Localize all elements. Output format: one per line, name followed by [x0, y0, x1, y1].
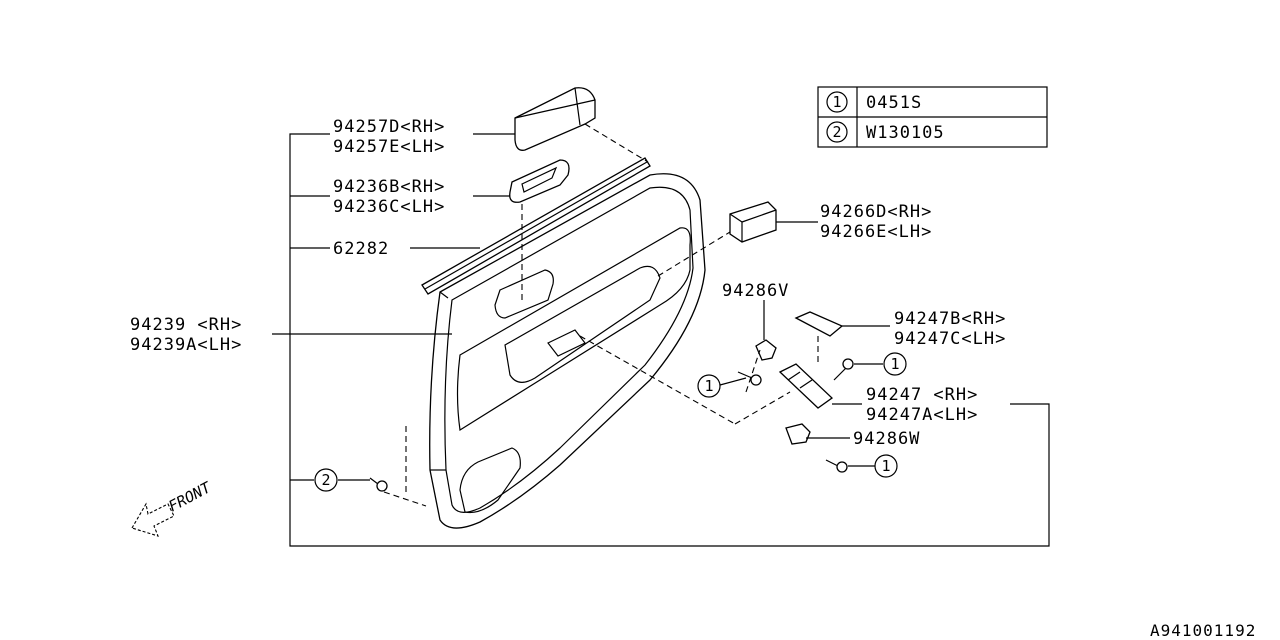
clip-fastener [369, 477, 388, 492]
legend-row-2: 2 W130105 [826, 121, 945, 143]
leader-lines [272, 133, 890, 481]
label-94239-rh: 94239 <RH> [130, 315, 242, 335]
svg-text:1: 1 [881, 457, 890, 475]
door-trim-panel [429, 173, 706, 529]
callout-94286w: 94286W [853, 429, 920, 449]
marker-1-right: 1 [883, 352, 907, 376]
legend-marker-2: 2 [832, 123, 841, 141]
legend-marker-1: 1 [832, 93, 841, 111]
legend-table: 1 0451S 2 W130105 [817, 86, 1048, 148]
callout-94239: 94239 <RH> 94239A<LH> [130, 315, 242, 355]
callout-94266: 94266D<RH> 94266E<LH> [820, 202, 932, 242]
label-94236-rh: 94236B<RH> [333, 177, 445, 197]
screw-left [737, 371, 762, 386]
dashed-guide-lines [383, 123, 819, 507]
callout-94257: 94257D<RH> 94257E<LH> [333, 117, 445, 157]
label-94247c-lh: 94247C<LH> [894, 329, 1006, 349]
label-94286v: 94286V [722, 281, 789, 301]
marker-1-left: 1 [697, 374, 721, 398]
window-switch [729, 201, 777, 243]
weather-strip [421, 157, 651, 295]
assembly-bracket [289, 133, 1050, 547]
upper-garnish [514, 87, 596, 151]
callout-94236: 94236B<RH> 94236C<LH> [333, 177, 445, 217]
label-94266-rh: 94266D<RH> [820, 202, 932, 222]
legend-row-1: 1 0451S [826, 91, 922, 113]
label-94257-rh: 94257D<RH> [333, 117, 445, 137]
screw-lower [825, 459, 848, 473]
diagram-code: A941001192 [1150, 621, 1256, 640]
marker-1-bottom: 1 [874, 454, 898, 478]
label-94266-lh: 94266E<LH> [820, 222, 932, 242]
label-94247-rh: 94247 <RH> [866, 385, 978, 405]
svg-text:1: 1 [704, 377, 713, 395]
callout-94286v: 94286V [722, 281, 789, 301]
svg-text:1: 1 [890, 355, 899, 373]
pull-handle-bracket [778, 363, 834, 409]
callout-94247b: 94247B<RH> 94247C<LH> [894, 309, 1006, 349]
legend-code-2: W130105 [866, 123, 945, 143]
legend-code-1: 0451S [866, 93, 922, 113]
label-94236-lh: 94236C<LH> [333, 197, 445, 217]
label-94286w: 94286W [853, 429, 920, 449]
marker-2: 2 [314, 468, 338, 492]
screw-right-upper [833, 358, 854, 381]
switch-cover [794, 311, 844, 337]
label-94239-lh: 94239A<LH> [130, 335, 242, 355]
label-94247a-lh: 94247A<LH> [866, 405, 978, 425]
svg-text:2: 2 [321, 471, 330, 489]
clip-94286w [785, 423, 811, 445]
label-62282: 62282 [333, 239, 389, 259]
callout-62282: 62282 [333, 239, 389, 259]
front-arrow: FRONT [131, 478, 215, 537]
front-label: FRONT [165, 478, 214, 516]
callout-94247: 94247 <RH> 94247A<LH> [866, 385, 978, 425]
inner-handle-cover [509, 159, 570, 203]
label-94247b-rh: 94247B<RH> [894, 309, 1006, 329]
clip-94286v [755, 339, 777, 361]
label-94257-lh: 94257E<LH> [333, 137, 445, 157]
